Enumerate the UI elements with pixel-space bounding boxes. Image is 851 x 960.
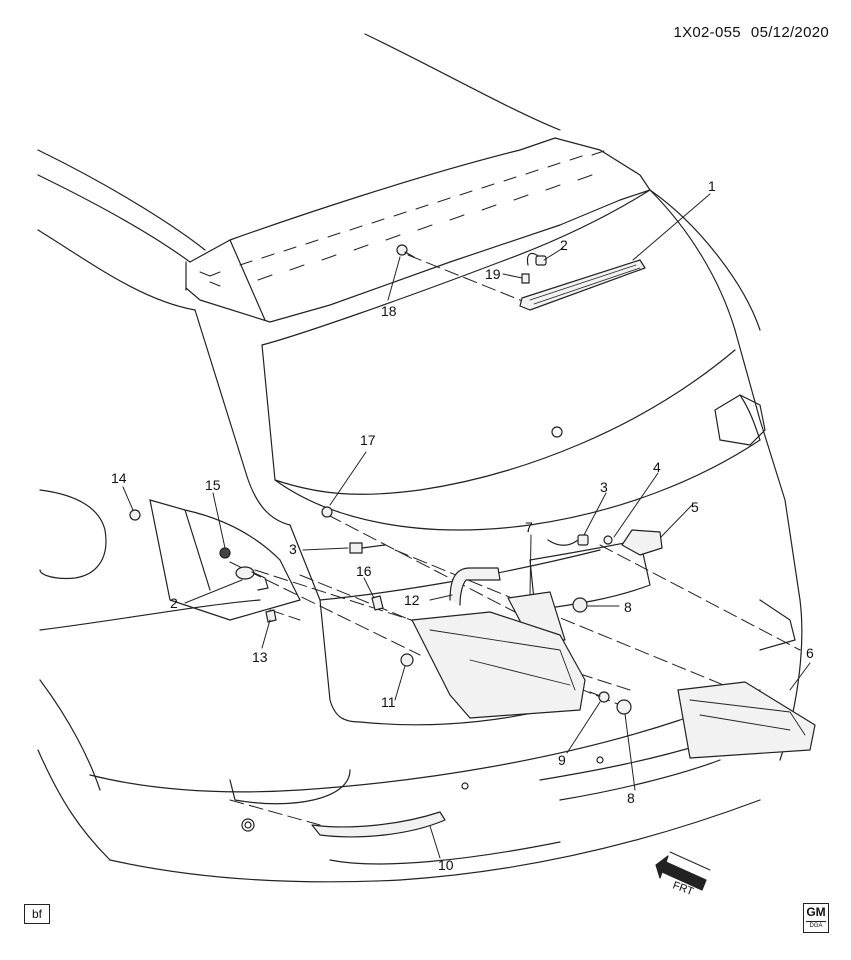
- callout-3-left: 3: [289, 541, 297, 557]
- part-grommet-14: [129, 509, 141, 521]
- figure-tag: bf: [24, 904, 50, 924]
- diagram-header: 1X02-055 05/12/2020: [663, 24, 829, 41]
- callout-12: 12: [404, 592, 420, 608]
- part-license-lamp: [621, 529, 663, 556]
- front-direction-arrow-icon: FRT: [655, 851, 711, 898]
- part-connector-3-right: [547, 534, 589, 546]
- leader-lines: [122, 193, 811, 859]
- part-connector-3-left: [349, 542, 386, 554]
- vehicle-body: [37, 33, 803, 883]
- part-tail-lamp-right: [677, 681, 816, 759]
- callout-19: 19: [485, 266, 501, 282]
- parts: [129, 244, 816, 838]
- gm-logo: GM DGA: [803, 903, 829, 933]
- callout-2-left: 2: [170, 595, 178, 611]
- part-bolt-18: [396, 244, 415, 258]
- callout-1: 1: [708, 178, 716, 194]
- callout-17: 17: [360, 432, 376, 448]
- part-cap-8-lower: [616, 699, 632, 715]
- diagram-date: 05/12/2020: [750, 24, 829, 41]
- part-tail-lamp-left: [411, 611, 586, 719]
- callout-2-upper: 2: [560, 237, 568, 253]
- part-clip-19: [521, 273, 530, 284]
- part-grommet-11: [400, 653, 414, 667]
- callout-3-right: 3: [600, 479, 608, 495]
- callout-5: 5: [691, 499, 699, 515]
- callout-10: 10: [438, 857, 454, 873]
- part-connector-upper: [526, 252, 547, 266]
- part-clip-16: [371, 595, 384, 611]
- part-gasket-12: [449, 567, 501, 606]
- part-bumper-reflector: [311, 811, 446, 838]
- part-nut-15: [219, 547, 231, 559]
- diagram-id: 1X02-055: [673, 24, 741, 41]
- callout-6: 6: [806, 645, 814, 661]
- callout-9: 9: [558, 752, 566, 768]
- part-bulb-4: [603, 535, 613, 545]
- part-grommet-17: [321, 506, 333, 518]
- callout-8-lower: 8: [627, 790, 635, 806]
- callout-14: 14: [111, 470, 127, 486]
- callout-13: 13: [252, 649, 268, 665]
- callout-8-upper: 8: [624, 599, 632, 615]
- part-screw-9: [589, 691, 610, 703]
- part-cap-8-upper: [572, 597, 588, 613]
- part-socket-left: [235, 566, 269, 591]
- callout-4: 4: [653, 459, 661, 475]
- callout-labels: 1 2 19 18 17 14 15 3 16 2 13 4 3 5 7 12 …: [111, 178, 814, 873]
- part-clip-13: [265, 609, 277, 623]
- gm-logo-text: GM: [806, 905, 826, 919]
- callout-15: 15: [205, 477, 221, 493]
- callout-16: 16: [356, 563, 372, 579]
- part-high-mount-stop-lamp: [519, 259, 646, 311]
- callout-11: 11: [381, 694, 396, 710]
- callout-7: 7: [525, 519, 533, 535]
- callout-18: 18: [381, 303, 397, 319]
- gm-logo-subtext: DGA: [806, 921, 826, 930]
